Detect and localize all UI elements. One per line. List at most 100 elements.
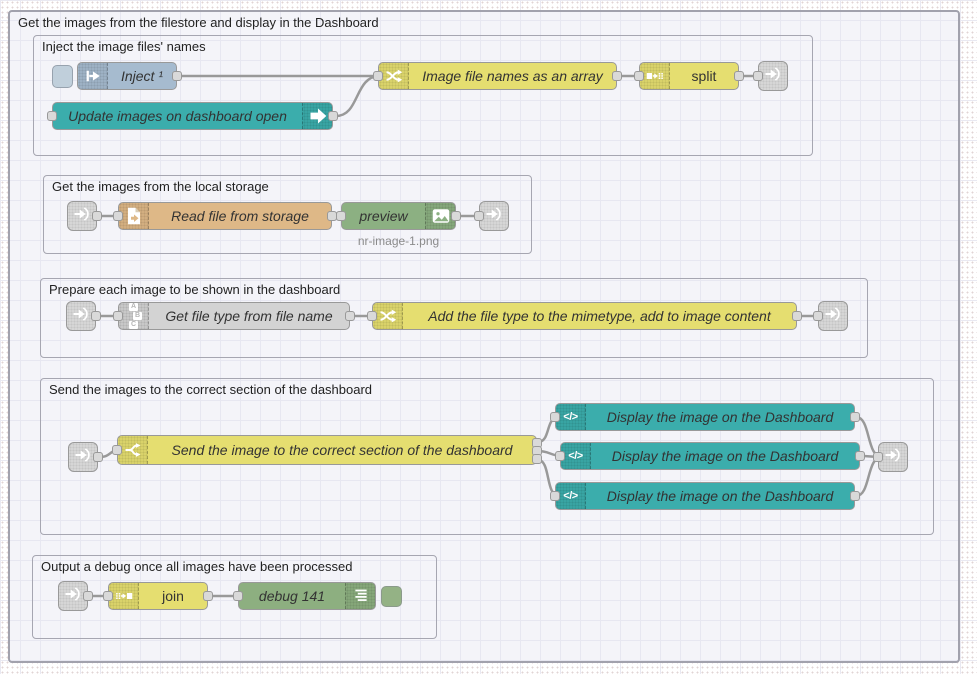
abc-cell-b: B <box>133 312 142 320</box>
node-link-in[interactable] <box>68 442 103 472</box>
link-in-icon <box>72 305 90 328</box>
port-out[interactable] <box>83 591 93 601</box>
node-display-image-1[interactable]: </> Display the image on the Dashboard <box>550 403 860 431</box>
node-update-images[interactable]: Update images on dashboard open <box>47 102 338 130</box>
node-label: Display the image on the Dashboard <box>606 409 834 425</box>
port-in[interactable] <box>336 211 346 221</box>
node-display-image-2[interactable]: </> Display the image on the Dashboard <box>555 442 865 470</box>
port-out[interactable] <box>734 71 744 81</box>
port-in[interactable] <box>550 491 560 501</box>
node-label: preview <box>359 208 408 224</box>
shuffle-icon <box>373 303 403 329</box>
link-in-icon <box>74 446 92 469</box>
code-icon: </> <box>556 483 586 509</box>
group-title: Get the images from the local storage <box>52 179 269 194</box>
port-in[interactable] <box>550 412 560 422</box>
node-link-out[interactable] <box>474 201 509 231</box>
node-status-text: nr-image-1.png <box>357 234 440 248</box>
shuffle-icon <box>379 63 409 89</box>
node-debug[interactable]: debug 141 <box>233 582 402 610</box>
port-out[interactable] <box>612 71 622 81</box>
split-icon <box>640 63 670 89</box>
group-title: Send the images to the correct section o… <box>49 382 373 397</box>
link-out-icon <box>824 305 842 328</box>
node-inject[interactable]: Inject ¹ <box>52 62 182 90</box>
code-glyph: </> <box>563 490 578 502</box>
node-label: Display the image on the Dashboard <box>606 488 834 504</box>
port-in[interactable] <box>47 111 57 121</box>
port-out[interactable] <box>92 211 102 221</box>
port-out[interactable] <box>850 412 860 422</box>
port-in[interactable] <box>873 452 883 462</box>
node-read-file[interactable]: Read file from storage <box>113 202 337 230</box>
port-out[interactable] <box>172 71 182 81</box>
join-icon <box>109 583 139 609</box>
node-split[interactable]: split <box>634 62 744 90</box>
node-label: Read file from storage <box>171 208 309 224</box>
abc-cell-a: A <box>129 303 138 311</box>
port-in[interactable] <box>103 591 113 601</box>
group-title: Output a debug once all images have been… <box>41 559 353 574</box>
switch-icon <box>118 436 148 464</box>
node-get-file-type[interactable]: A B C Get file type from file name <box>113 302 355 330</box>
node-preview[interactable]: preview <box>336 202 461 230</box>
port-out[interactable] <box>855 451 865 461</box>
node-label: Image file names as an array <box>422 68 603 84</box>
node-join[interactable]: join <box>103 582 213 610</box>
node-link-out[interactable] <box>753 61 788 91</box>
debug-icon <box>345 583 375 609</box>
port-out[interactable] <box>328 111 338 121</box>
debug-toggle-button[interactable] <box>381 586 402 607</box>
inject-button[interactable] <box>52 65 73 88</box>
code-glyph: </> <box>563 411 578 423</box>
abc-cell-c: C <box>129 321 138 329</box>
port-out[interactable] <box>345 311 355 321</box>
node-label: Update images on dashboard open <box>68 108 287 124</box>
port-in[interactable] <box>373 71 383 81</box>
port-out[interactable] <box>203 591 213 601</box>
node-display-image-3[interactable]: </> Display the image on the Dashboard <box>550 482 860 510</box>
node-link-in[interactable] <box>67 201 102 231</box>
node-link-in[interactable] <box>66 301 101 331</box>
port-in[interactable] <box>113 311 123 321</box>
node-label: split <box>691 68 717 84</box>
node-add-mimetype[interactable]: Add the file type to the mimetype, add t… <box>367 302 802 330</box>
port-out[interactable] <box>451 211 461 221</box>
node-link-out[interactable] <box>873 442 908 472</box>
port-out[interactable] <box>850 491 860 501</box>
port-in[interactable] <box>634 71 644 81</box>
node-link-out[interactable] <box>813 301 848 331</box>
port-in[interactable] <box>113 211 123 221</box>
node-label: Inject ¹ <box>120 68 163 84</box>
link-in-icon <box>73 205 91 228</box>
node-link-in[interactable] <box>58 581 93 611</box>
port-out[interactable] <box>93 452 103 462</box>
port-in[interactable] <box>112 445 122 455</box>
port-out[interactable] <box>91 311 101 321</box>
port-in[interactable] <box>555 451 565 461</box>
node-switch-send[interactable]: Send the image to the correct section of… <box>112 435 542 465</box>
file-icon <box>119 203 149 229</box>
code-glyph: </> <box>568 450 583 462</box>
abc-icon: A B C <box>119 303 149 329</box>
link-out-icon <box>485 205 503 228</box>
node-label: debug 141 <box>258 588 326 604</box>
port-in[interactable] <box>367 311 377 321</box>
code-icon: </> <box>556 404 586 430</box>
port-in[interactable] <box>233 591 243 601</box>
node-label: Get file type from file name <box>165 308 333 324</box>
wire[interactable] <box>334 74 382 118</box>
port-out[interactable] <box>792 311 802 321</box>
port-out-3[interactable] <box>532 454 542 464</box>
group-title: Inject the image files' names <box>42 39 206 54</box>
code-icon: </> <box>561 443 591 469</box>
node-label: Send the image to the correct section of… <box>171 442 513 458</box>
link-in-icon <box>64 585 82 608</box>
port-in[interactable] <box>474 211 484 221</box>
port-in[interactable] <box>813 311 823 321</box>
node-filenames-array[interactable]: Image file names as an array <box>373 62 622 90</box>
port-in[interactable] <box>753 71 763 81</box>
group-inject-names[interactable]: Inject the image files' names <box>33 35 813 156</box>
link-out-icon <box>884 446 902 469</box>
